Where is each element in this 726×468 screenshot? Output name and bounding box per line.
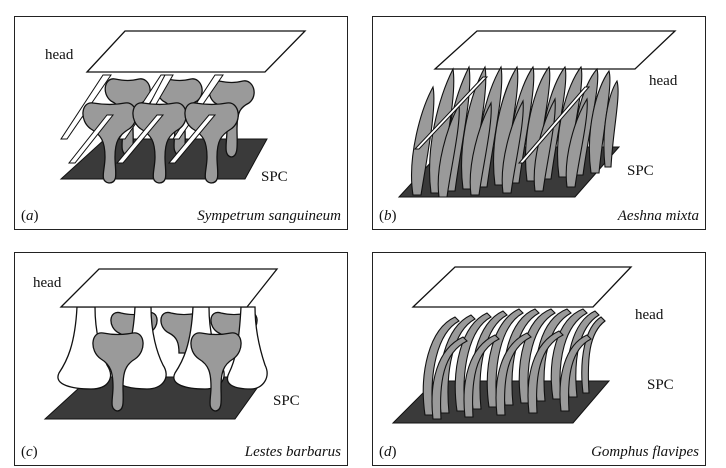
species-name: Lestes barbarus	[245, 444, 341, 461]
panel-letter: (d)	[379, 444, 397, 461]
head-plate	[435, 31, 675, 69]
head-label: head	[45, 47, 73, 64]
panel-letter: (c)	[21, 444, 38, 461]
panel-c-diagram	[15, 253, 348, 466]
panel-b: head SPC (b) Aeshna mixta	[372, 16, 706, 230]
panel-d-diagram	[373, 253, 706, 466]
panel-letter: (b)	[379, 208, 397, 225]
head-plate	[87, 31, 305, 72]
head-label: head	[649, 73, 677, 90]
spc-label: SPC	[273, 393, 300, 410]
species-name: Gomphus flavipes	[591, 444, 699, 461]
panel-letter: (a)	[21, 208, 39, 225]
species-name: Aeshna mixta	[618, 208, 699, 225]
panel-d: head SPC (d) Gomphus flavipes	[372, 252, 706, 466]
head-label: head	[635, 307, 663, 324]
species-name: Sympetrum sanguineum	[197, 208, 341, 225]
head-plate	[413, 267, 631, 307]
head-label: head	[33, 275, 61, 292]
panel-a: head SPC (a) Sympetrum sanguineum	[14, 16, 348, 230]
head-plate	[61, 269, 277, 307]
spc-label: SPC	[627, 163, 654, 180]
spc-label: SPC	[261, 169, 288, 186]
spc-label: SPC	[647, 377, 674, 394]
panel-b-diagram	[373, 17, 706, 230]
panel-c: head SPC (c) Lestes barbarus	[14, 252, 348, 466]
